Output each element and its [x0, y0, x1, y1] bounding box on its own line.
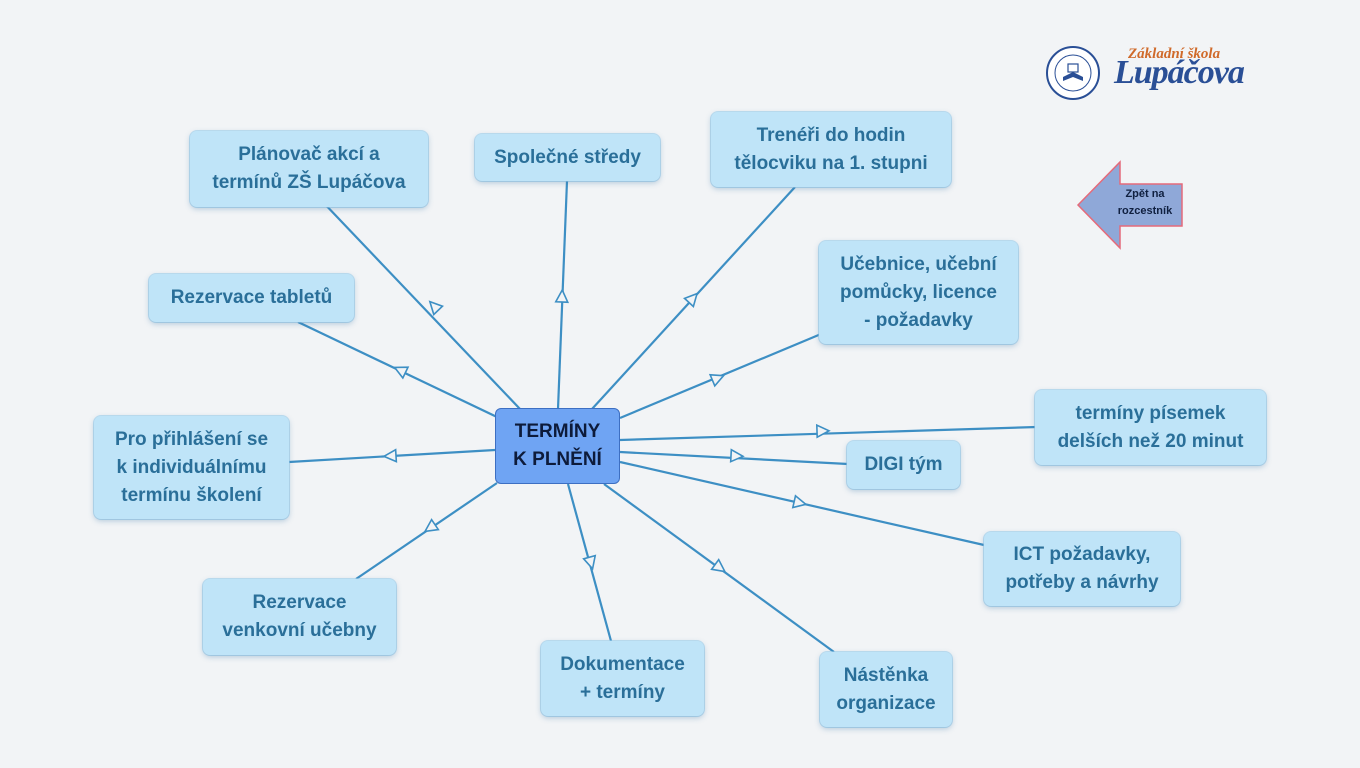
- school-logo: Základní škola Lupáčova: [1044, 44, 1254, 102]
- back-to-crossroads-button[interactable]: Zpět na rozcestník: [1076, 160, 1186, 250]
- node-terminy-pisemek[interactable]: termíny písemek delších než 20 minut: [1035, 390, 1266, 465]
- node-digi-tym[interactable]: DIGI tým: [847, 441, 960, 489]
- node-planovac[interactable]: Plánovač akcí a termínů ZŠ Lupáčova: [190, 131, 428, 207]
- arrowhead-dokumentace: [582, 554, 597, 571]
- left-arrow-icon: [1076, 160, 1183, 250]
- node-prihlaseni-skoleni[interactable]: Pro přihlášení se k individuálnímu termí…: [94, 416, 289, 519]
- connector-line-planovac: [299, 177, 521, 410]
- arrowhead-prihlaseni: [382, 448, 398, 463]
- school-seal-icon: [1046, 46, 1100, 100]
- arrowhead-treneri: [683, 292, 699, 308]
- arrowhead-ict: [791, 494, 808, 509]
- node-treneri[interactable]: Trenéři do hodin tělocviku na 1. stupni: [711, 112, 951, 187]
- node-rezervace-tabletu[interactable]: Rezervace tabletů: [149, 274, 354, 322]
- arrowhead-nastenka: [710, 558, 727, 573]
- connector-line-pisemky: [619, 425, 1038, 442]
- arrowhead-pisemky: [815, 423, 831, 439]
- node-ucebnice[interactable]: Učebnice, učební pomůcky, licence - poža…: [819, 241, 1018, 344]
- central-topic[interactable]: TERMÍNY K PLNĚNÍ: [495, 408, 620, 484]
- arrowhead-planovac: [428, 300, 444, 316]
- arrowhead-spolecne: [554, 288, 570, 304]
- node-dokumentace[interactable]: Dokumentace + termíny: [541, 641, 704, 716]
- arrowhead-ucebnice: [708, 373, 726, 388]
- logo-main-text: Lupáčova: [1114, 54, 1245, 91]
- logo-top-text: Základní škola: [1128, 46, 1221, 62]
- back-button-label: Zpět na rozcestník: [1117, 188, 1173, 217]
- node-ict-pozadavky[interactable]: ICT požadavky, potřeby a návrhy: [984, 532, 1180, 606]
- node-nastenka[interactable]: Nástěnka organizace: [820, 652, 952, 727]
- arrowhead-venkovni: [423, 518, 440, 533]
- arrowhead-rezervace-tabletu: [392, 366, 410, 380]
- connector-line-rezervace-tabletu: [297, 321, 521, 429]
- arrowhead-digi: [729, 448, 745, 463]
- node-spolecne-stredy[interactable]: Společné středy: [475, 134, 660, 181]
- node-rezervace-venkovni-ucebny[interactable]: Rezervace venkovní učebny: [203, 579, 396, 655]
